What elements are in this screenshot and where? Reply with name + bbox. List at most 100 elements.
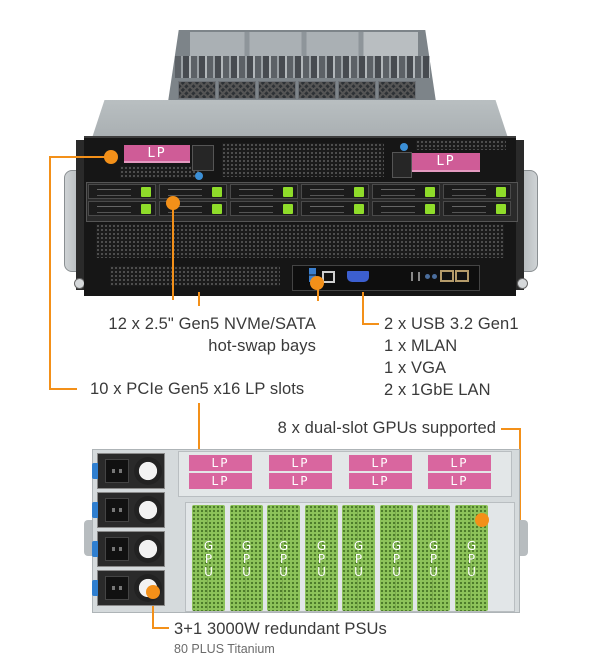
drive-bay[interactable] (88, 201, 156, 216)
io-item: 1 x MLAN (384, 337, 458, 355)
drive-bay[interactable] (159, 184, 227, 199)
drive-bay[interactable] (230, 184, 298, 199)
callout-dot-pcie (104, 150, 118, 164)
drive-tray-slot (168, 189, 202, 196)
psu-release-tab-icon[interactable] (92, 580, 98, 596)
drive-tray-slot (381, 189, 415, 196)
drive-bay[interactable] (443, 201, 511, 216)
id-button-icon[interactable] (432, 274, 437, 279)
lp-label: LP (450, 456, 469, 470)
lp-bracket (192, 145, 214, 171)
callout-line (49, 156, 51, 390)
drive-bay[interactable] (88, 184, 156, 199)
psu-release-tab-icon[interactable] (92, 463, 98, 479)
gpu-label: GPU (314, 538, 329, 578)
psu-release-tab-icon[interactable] (92, 541, 98, 557)
chassis-interior-trays (190, 32, 418, 56)
psu-fan-icon (134, 496, 162, 524)
lp-label: LP (371, 456, 390, 470)
right-thumbscrew (517, 278, 528, 289)
fan-icon (218, 81, 256, 99)
rear-handle-right (520, 520, 528, 556)
left-ear (76, 140, 86, 290)
callout-line (198, 292, 200, 306)
drive-tray-slot (452, 189, 486, 196)
rear-lp-slot: LP (189, 473, 252, 489)
callout-line (152, 627, 169, 629)
drive-tray-slot (239, 206, 273, 213)
psu-module[interactable] (92, 453, 165, 489)
psu-release-tab-icon[interactable] (92, 502, 98, 518)
drive-tray-slot (310, 189, 344, 196)
drive-latch-icon[interactable] (425, 187, 435, 197)
power-button-icon[interactable] (425, 274, 430, 279)
callout-drive-bays-line2: hot-swap bays (208, 337, 316, 355)
gpu-label: GPU (351, 538, 366, 578)
drive-bay[interactable] (443, 184, 511, 199)
drive-bay[interactable] (301, 184, 369, 199)
psu-module[interactable] (92, 531, 165, 567)
drive-tray-slot (168, 206, 202, 213)
drive-latch-icon[interactable] (212, 204, 222, 214)
callout-drive-bays-line1: 12 x 2.5" Gen5 NVMe/SATA (108, 315, 316, 333)
rear-lp-slot: LP (349, 473, 412, 489)
callout-dot-drives (166, 196, 180, 210)
drive-latch-icon[interactable] (141, 187, 151, 197)
lp-bracket (392, 152, 412, 178)
lp-label: LP (211, 456, 230, 470)
rear-lp-slot: LP (428, 455, 491, 471)
front-lp-slot-left: LP (124, 145, 190, 163)
blue-thumbscrew (400, 143, 408, 151)
callout-dot-psu (146, 585, 160, 599)
gpu-label: GPU (464, 538, 479, 578)
drive-bay[interactable] (301, 201, 369, 216)
drive-tray-slot (239, 189, 273, 196)
lp-label: LP (450, 474, 469, 488)
lp-label: LP (436, 154, 456, 169)
gpu-card: GPU (267, 505, 300, 611)
lp-label: LP (371, 474, 390, 488)
drive-bay[interactable] (372, 201, 440, 216)
status-led-icon (411, 272, 413, 281)
drive-latch-icon[interactable] (425, 204, 435, 214)
callout-line (49, 156, 111, 158)
drive-latch-icon[interactable] (354, 187, 364, 197)
right-ear (514, 140, 524, 290)
io-item: 2 x 1GbE LAN (384, 381, 491, 399)
blue-thumbscrew (195, 172, 203, 180)
gpu-label: GPU (201, 538, 216, 578)
power-socket-icon (105, 576, 129, 600)
chassis-interior-cables (175, 56, 430, 78)
power-socket-icon (105, 498, 129, 522)
drive-latch-icon[interactable] (283, 204, 293, 214)
psu-fan-icon (134, 457, 162, 485)
drive-latch-icon[interactable] (496, 187, 506, 197)
drive-latch-icon[interactable] (354, 204, 364, 214)
drive-tray-slot (310, 206, 344, 213)
callout-line (49, 388, 77, 390)
drive-latch-icon[interactable] (212, 187, 222, 197)
lan-port-icon[interactable] (440, 270, 454, 282)
drive-latch-icon[interactable] (141, 204, 151, 214)
drive-latch-icon[interactable] (496, 204, 506, 214)
power-socket-icon (105, 459, 129, 483)
chassis-lid (92, 100, 508, 138)
drive-tray-slot (97, 206, 131, 213)
callout-line (362, 292, 364, 325)
lan-port-icon[interactable] (455, 270, 469, 282)
drive-tray-slot (97, 189, 131, 196)
vga-port-icon[interactable] (347, 271, 369, 282)
front-vent (416, 140, 506, 150)
rear-lp-slot: LP (189, 455, 252, 471)
mlan-port-icon[interactable] (322, 271, 335, 283)
front-vent (222, 143, 384, 177)
fan-icon (178, 81, 216, 99)
callout-line (501, 428, 521, 430)
callout-dot-io (310, 276, 324, 290)
callout-line (172, 203, 174, 300)
drive-bay[interactable] (372, 184, 440, 199)
usb-port-icon[interactable] (309, 268, 316, 282)
psu-module[interactable] (92, 492, 165, 528)
drive-bay[interactable] (230, 201, 298, 216)
drive-latch-icon[interactable] (283, 187, 293, 197)
